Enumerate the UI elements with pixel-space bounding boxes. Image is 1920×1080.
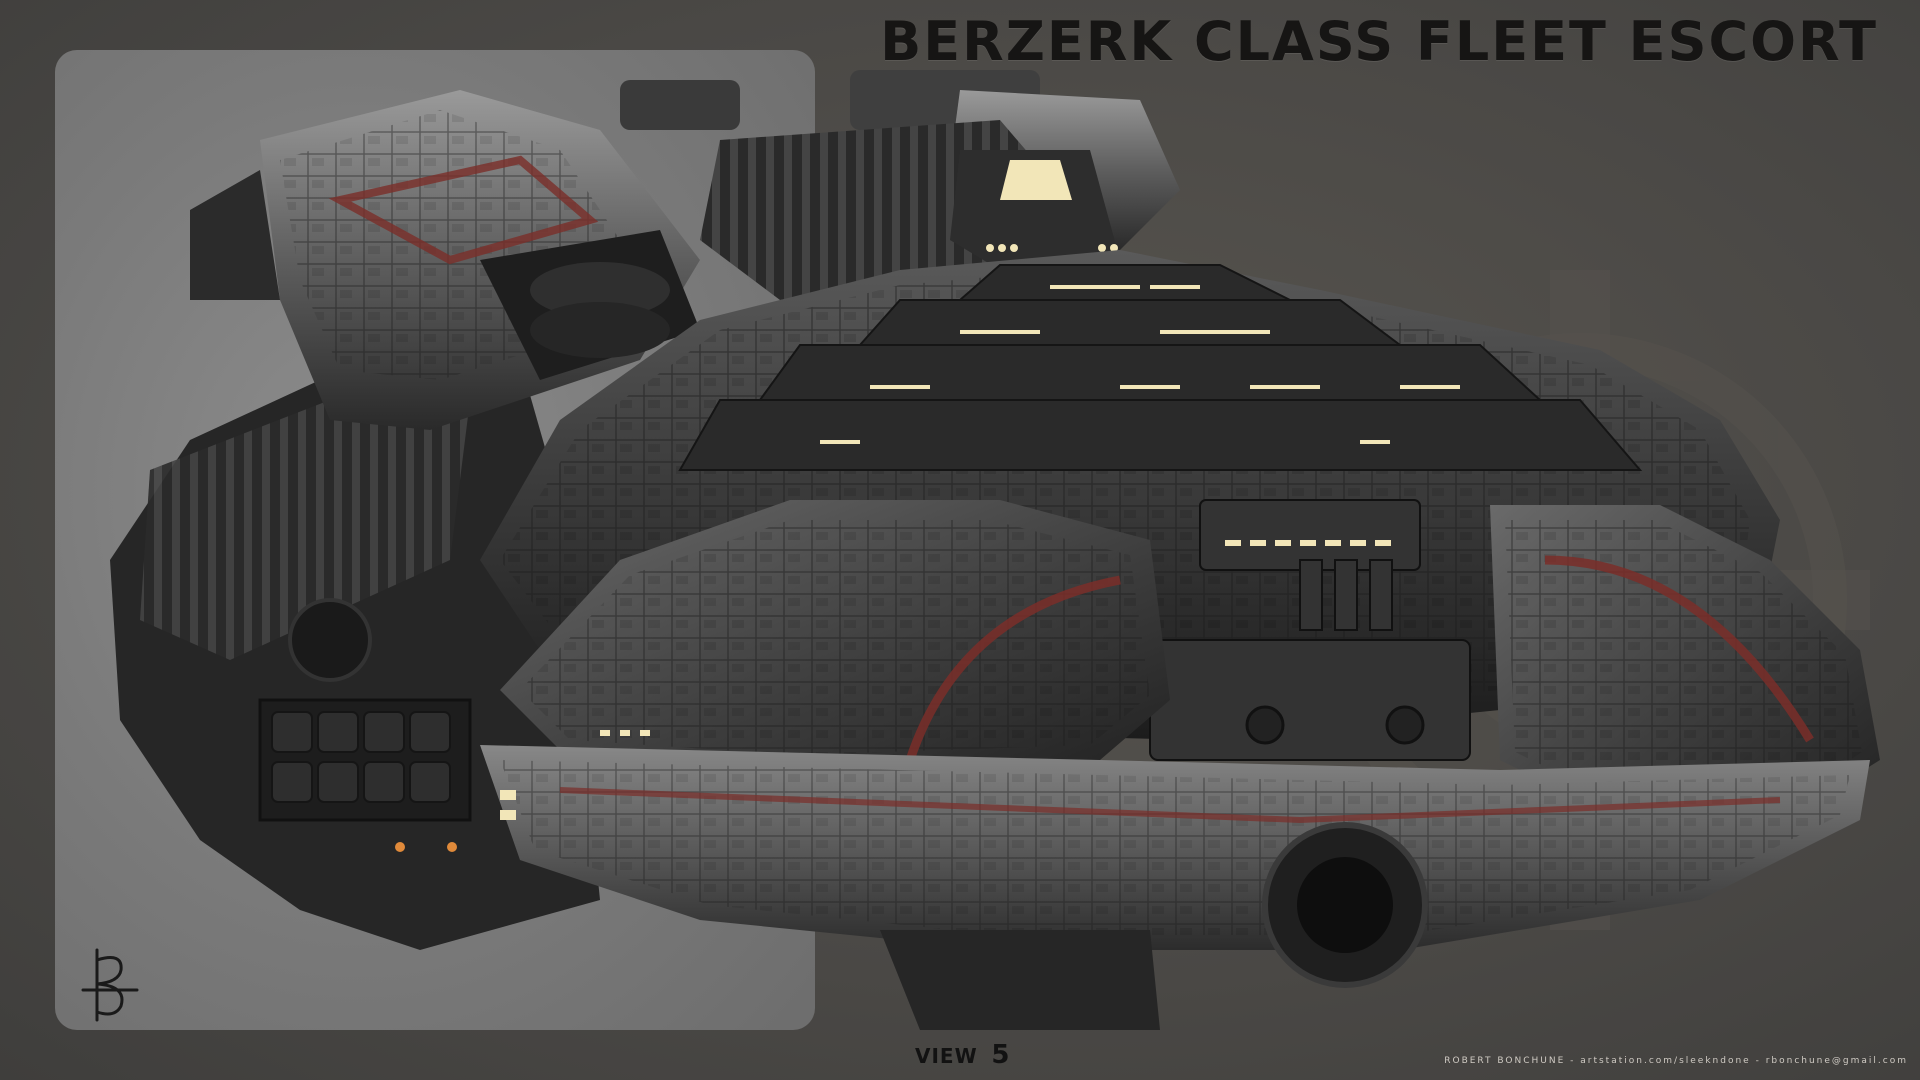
view-label: VIEW 5 [915,1040,1009,1070]
view-number: 5 [991,1040,1010,1070]
artist-credit: ROBERT BONCHUNE - artstation.com/sleeknd… [1444,1056,1908,1066]
page-title: BERZERK CLASS FLEET ESCORT [880,10,1878,73]
artist-signature-icon [81,948,139,1022]
view-word: VIEW [915,1044,978,1068]
